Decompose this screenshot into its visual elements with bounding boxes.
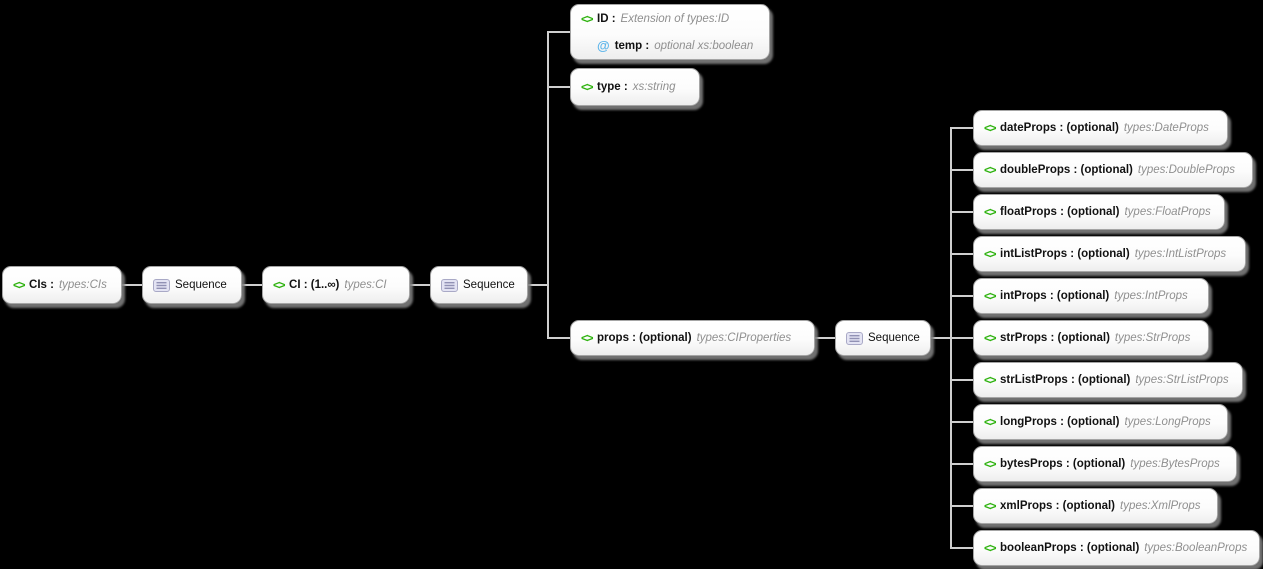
node-type-text: types:LongProps <box>1124 416 1211 428</box>
node-id[interactable]: <> ID : Extension of types:ID @ temp : o… <box>570 4 770 60</box>
node-cis[interactable]: <> CIs : types:CIs <box>2 266 122 304</box>
node-sequence-1[interactable]: Sequence <box>142 266 242 304</box>
node-bytesprops[interactable]: <> bytesProps : (optional) types:BytesPr… <box>973 446 1237 482</box>
node-name: props : (optional) <box>597 332 692 344</box>
element-icon: <> <box>984 541 997 555</box>
node-name: booleanProps : (optional) <box>1000 542 1140 554</box>
node-type-text: types:BooleanProps <box>1144 542 1248 554</box>
connector-line <box>950 505 973 507</box>
node-dateprops[interactable]: <> dateProps : (optional) types:DateProp… <box>973 110 1228 146</box>
node-ci[interactable]: <> CI : (1..∞) types:CI <box>262 266 410 304</box>
node-strlistprops[interactable]: <> strListProps : (optional) types:StrLi… <box>973 362 1243 398</box>
node-intprops[interactable]: <> intProps : (optional) types:IntProps <box>973 278 1209 314</box>
element-icon: <> <box>984 247 997 261</box>
node-type-text: Extension of types:ID <box>620 12 730 25</box>
node-name: type : <box>597 81 628 93</box>
element-icon: <> <box>581 80 594 94</box>
node-type-text: types:FloatProps <box>1124 206 1211 218</box>
element-icon: <> <box>13 278 26 292</box>
connector-line <box>547 86 570 88</box>
attribute-row-temp[interactable]: @ temp : optional xs:boolean <box>571 32 769 59</box>
node-type-text: types:StrListProps <box>1135 374 1229 386</box>
element-icon: <> <box>984 163 997 177</box>
node-longprops[interactable]: <> longProps : (optional) types:LongProp… <box>973 404 1228 440</box>
connector-line <box>950 421 973 423</box>
node-name: CI : (1..∞) <box>289 279 340 291</box>
node-name: xmlProps : (optional) <box>1000 500 1116 512</box>
node-type-text: types:IntProps <box>1114 290 1188 302</box>
node-name: temp : <box>614 39 650 52</box>
element-icon: <> <box>984 205 997 219</box>
connector-line <box>950 337 973 339</box>
node-name: ID : <box>597 12 616 25</box>
element-row-id: <> ID : Extension of types:ID <box>571 5 769 32</box>
node-name: Sequence <box>868 332 920 344</box>
node-type-text: types:CIs <box>58 279 107 291</box>
element-icon: <> <box>984 415 997 429</box>
node-name: doubleProps : (optional) <box>1000 164 1133 176</box>
node-name: strListProps : (optional) <box>1000 374 1131 386</box>
node-sequence-3[interactable]: Sequence <box>835 320 931 356</box>
connector-line <box>815 337 835 339</box>
node-doubleprops[interactable]: <> doubleProps : (optional) types:Double… <box>973 152 1253 188</box>
node-name: floatProps : (optional) <box>1000 206 1120 218</box>
node-type-text: xs:string <box>632 81 676 93</box>
node-type-text: types:CIProperties <box>696 332 792 344</box>
element-icon: <> <box>984 331 997 345</box>
node-type-text: types:DateProps <box>1123 122 1209 134</box>
connector-line <box>410 284 430 286</box>
element-icon: <> <box>273 278 286 292</box>
connector-line <box>242 284 262 286</box>
node-type-text: types:StrProps <box>1114 332 1191 344</box>
connector-line <box>950 379 973 381</box>
element-icon: <> <box>984 121 997 135</box>
element-icon: <> <box>984 289 997 303</box>
node-name: Sequence <box>175 279 227 291</box>
attribute-icon: @ <box>597 38 610 53</box>
node-name: Sequence <box>463 279 515 291</box>
node-type-text: types:BytesProps <box>1130 458 1220 470</box>
connector-line <box>950 211 973 213</box>
element-icon: <> <box>581 331 594 345</box>
node-type[interactable]: <> type : xs:string <box>570 68 700 106</box>
sequence-icon <box>846 331 863 345</box>
connector-line <box>931 337 952 339</box>
node-props[interactable]: <> props : (optional) types:CIProperties <box>570 320 815 356</box>
connector-line <box>528 284 549 286</box>
node-type-text: optional xs:boolean <box>654 39 754 52</box>
connector-line <box>950 253 973 255</box>
connector-line <box>547 31 570 33</box>
node-name: dateProps : (optional) <box>1000 122 1119 134</box>
element-icon: <> <box>984 373 997 387</box>
node-type-text: types:XmlProps <box>1120 500 1201 512</box>
connector-line <box>950 295 973 297</box>
node-intlistprops[interactable]: <> intListProps : (optional) types:IntLi… <box>973 236 1246 272</box>
connector-line <box>950 127 973 129</box>
connector-line <box>547 337 570 339</box>
node-name: intProps : (optional) <box>1000 290 1110 302</box>
connector-line <box>950 547 973 549</box>
node-name: CIs : <box>29 279 54 291</box>
node-name: strProps : (optional) <box>1000 332 1110 344</box>
connector-line <box>950 463 973 465</box>
sequence-icon <box>153 278 170 292</box>
sequence-icon <box>441 278 458 292</box>
node-type-text: types:CI <box>344 279 387 291</box>
node-xmlprops[interactable]: <> xmlProps : (optional) types:XmlProps <box>973 488 1218 524</box>
element-icon: <> <box>984 457 997 471</box>
node-sequence-2[interactable]: Sequence <box>430 266 528 304</box>
node-name: intListProps : (optional) <box>1000 248 1130 260</box>
node-name: longProps : (optional) <box>1000 416 1120 428</box>
node-type-text: types:IntListProps <box>1134 248 1227 260</box>
element-icon: <> <box>984 499 997 513</box>
node-name: bytesProps : (optional) <box>1000 458 1126 470</box>
connector-line <box>547 31 549 339</box>
node-booleanprops[interactable]: <> booleanProps : (optional) types:Boole… <box>973 530 1260 566</box>
node-strprops[interactable]: <> strProps : (optional) types:StrProps <box>973 320 1209 356</box>
element-icon: <> <box>581 11 594 26</box>
connector-line <box>950 169 973 171</box>
node-floatprops[interactable]: <> floatProps : (optional) types:FloatPr… <box>973 194 1225 230</box>
connector-line <box>122 284 142 286</box>
node-type-text: types:DoubleProps <box>1137 164 1236 176</box>
